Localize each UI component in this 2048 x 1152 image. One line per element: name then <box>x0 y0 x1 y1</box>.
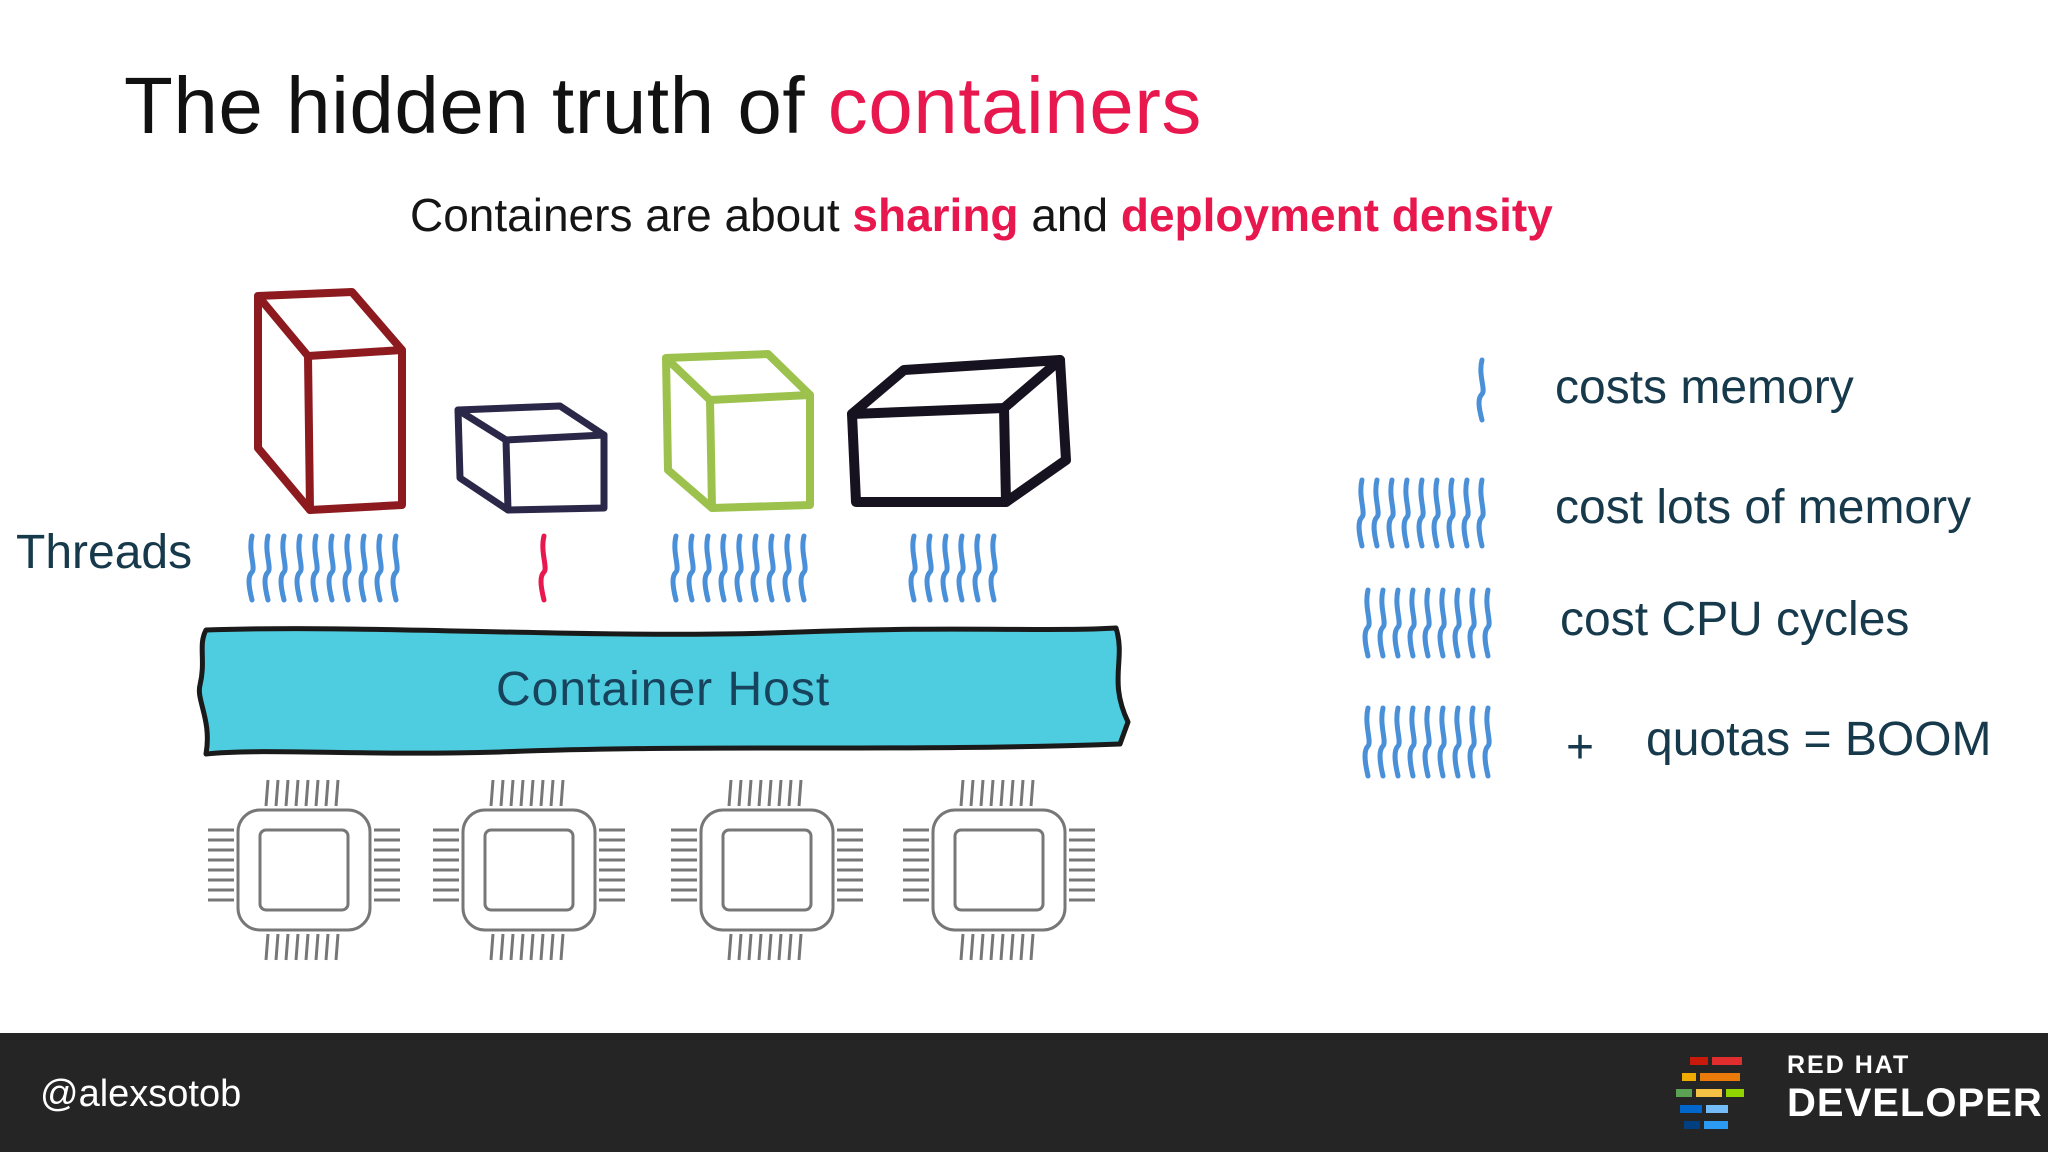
brand-red-hat: RED HAT <box>1787 1051 1911 1079</box>
legend-cpu-threads-icon <box>1362 587 1492 659</box>
container-host-label: Container Host <box>496 663 831 716</box>
container-box-small-navy <box>454 402 608 514</box>
brand-developer: DEVELOPER <box>1787 1081 2043 1125</box>
subtitle-highlight-density: deployment density <box>1120 189 1553 241</box>
legend-many-threads-icon <box>1356 477 1486 549</box>
legend-cost-lots-memory: cost lots of memory <box>1555 481 1972 534</box>
legend-cost-cpu-cycles: cost CPU cycles <box>1560 593 1910 646</box>
red-hat-developer-logo-icon <box>1676 1057 1744 1129</box>
thread-group-1 <box>246 533 400 603</box>
title-accent: containers <box>827 61 1202 150</box>
container-host-band <box>196 625 1131 757</box>
cpu-chip-icon <box>208 779 400 961</box>
legend-plus-sign: + <box>1566 721 1595 774</box>
subtitle-part2: and <box>1018 189 1121 241</box>
cpu-chip-icon <box>671 779 863 961</box>
title-prefix: The hidden truth of <box>124 61 828 150</box>
footer-bar: @alexsotob RED HAT DEVELOPER <box>0 1033 2048 1152</box>
subtitle-highlight-sharing: sharing <box>852 189 1019 241</box>
subtitle-part1: Containers are about <box>410 189 853 241</box>
slide-subtitle: Containers are about sharing and deploym… <box>410 188 1553 242</box>
threads-label: Threads <box>16 526 193 579</box>
thread-groups <box>246 533 998 603</box>
legend-costs-memory: costs memory <box>1555 361 1854 414</box>
thread-group-4 <box>908 533 998 603</box>
cpu-chip-icon <box>903 779 1095 961</box>
legend-quota-threads-icon <box>1362 705 1492 779</box>
container-box-green <box>662 350 814 512</box>
twitter-handle: @alexsotob <box>40 1073 242 1115</box>
container-box-wide-dark <box>847 355 1071 507</box>
thread-group-2 <box>538 533 548 603</box>
cpu-chip-icon <box>433 779 625 961</box>
legend-quotas-boom: quotas = BOOM <box>1646 713 1992 766</box>
thread-group-3 <box>670 533 808 603</box>
cpu-chips <box>208 779 1095 961</box>
slide-title: The hidden truth of containers <box>124 60 1202 152</box>
container-box-tall-red <box>254 288 406 514</box>
legend-icons <box>1356 357 1492 779</box>
legend-single-thread-icon <box>1476 357 1486 423</box>
